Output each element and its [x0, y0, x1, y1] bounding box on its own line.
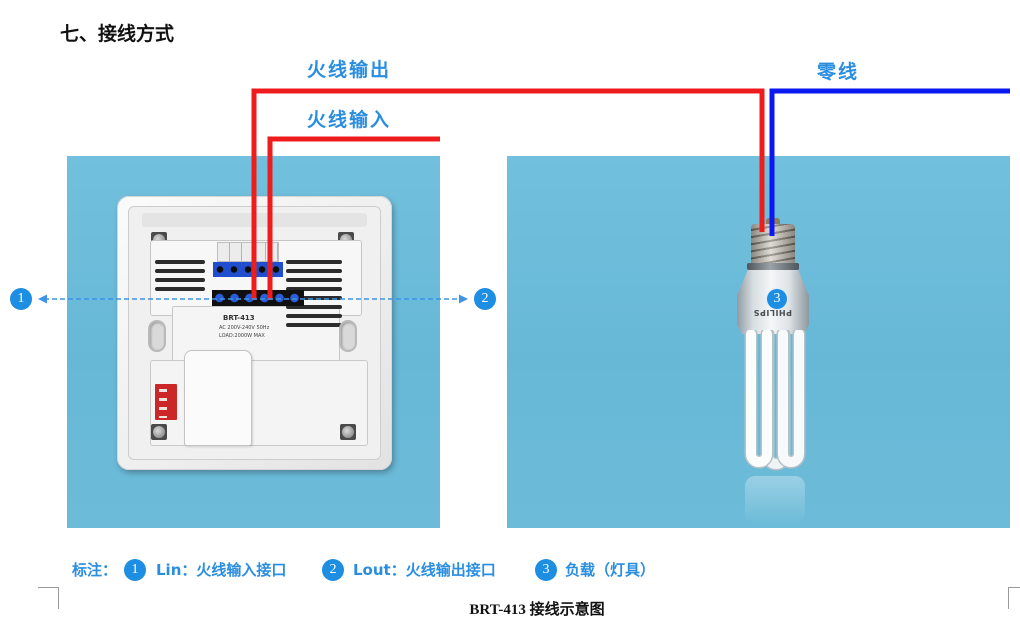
spec-voltage-label: AC 200V-240V 50Hz	[219, 325, 270, 331]
section-heading: 七、接线方式	[60, 23, 175, 45]
corner-screw	[340, 424, 356, 440]
corner-screw	[151, 424, 167, 440]
switch-photo: BRT-413 AC 200V-240V 50Hz LOAD:2000W MAX	[67, 156, 440, 528]
legend-marker-lout: 2	[322, 559, 344, 581]
vent-slot	[155, 287, 205, 291]
tube-left-glass	[746, 330, 772, 467]
page-corner-mark-left	[38, 587, 59, 609]
bulb-photo: PHILIPS	[507, 156, 1010, 528]
page-corner-mark-right	[1008, 587, 1020, 609]
bottom-module	[150, 360, 368, 446]
bulb-reflection	[745, 476, 805, 524]
legend-prefix: 标注：	[72, 561, 118, 579]
bulb-tubes	[744, 330, 806, 471]
mounting-hole	[148, 320, 166, 352]
vent-slot	[286, 314, 342, 318]
spec-load-label: LOAD:2000W MAX	[219, 333, 265, 339]
neutral-label: 零线	[817, 61, 860, 83]
mounting-hole	[339, 320, 357, 352]
figure-caption: BRT-413 接线示意图	[469, 602, 605, 618]
marker-lout: 2	[474, 288, 496, 310]
vent-slot	[155, 278, 205, 282]
terminal-block-lower	[212, 290, 304, 306]
legend-marker-load: 3	[535, 559, 557, 581]
model-label: BRT-413	[223, 314, 255, 322]
vent-slot	[286, 278, 342, 282]
legend-text-lin: Lin：火线输入接口	[156, 561, 287, 579]
terminal-cap	[217, 242, 279, 262]
vent-slot	[286, 260, 342, 264]
arrowhead-right	[459, 294, 468, 304]
relay-housing	[184, 350, 252, 446]
vent-slot	[155, 260, 205, 264]
dip-switch	[155, 384, 177, 420]
terminal-block-upper	[213, 262, 283, 277]
vent-slot	[155, 269, 205, 273]
vent-grille-left	[155, 260, 205, 291]
live-output-label: 火线输出	[307, 59, 392, 81]
tube-right-glass	[778, 330, 804, 467]
marker-lin: 1	[10, 288, 32, 310]
legend-marker-lin: 1	[124, 559, 146, 581]
switch-top-recess	[142, 213, 367, 227]
live-input-label: 火线输入	[307, 109, 392, 131]
vent-slot	[286, 323, 342, 327]
bulb-collar	[747, 263, 799, 270]
vent-slot	[286, 305, 342, 309]
arrowhead-left	[38, 294, 47, 304]
legend-text-lout: Lout：火线输出接口	[353, 561, 496, 579]
legend-text-load: 负载（灯具）	[565, 561, 656, 579]
marker-load: 3	[766, 288, 788, 310]
vent-slot	[286, 269, 342, 273]
bulb-screw-base	[751, 224, 795, 266]
